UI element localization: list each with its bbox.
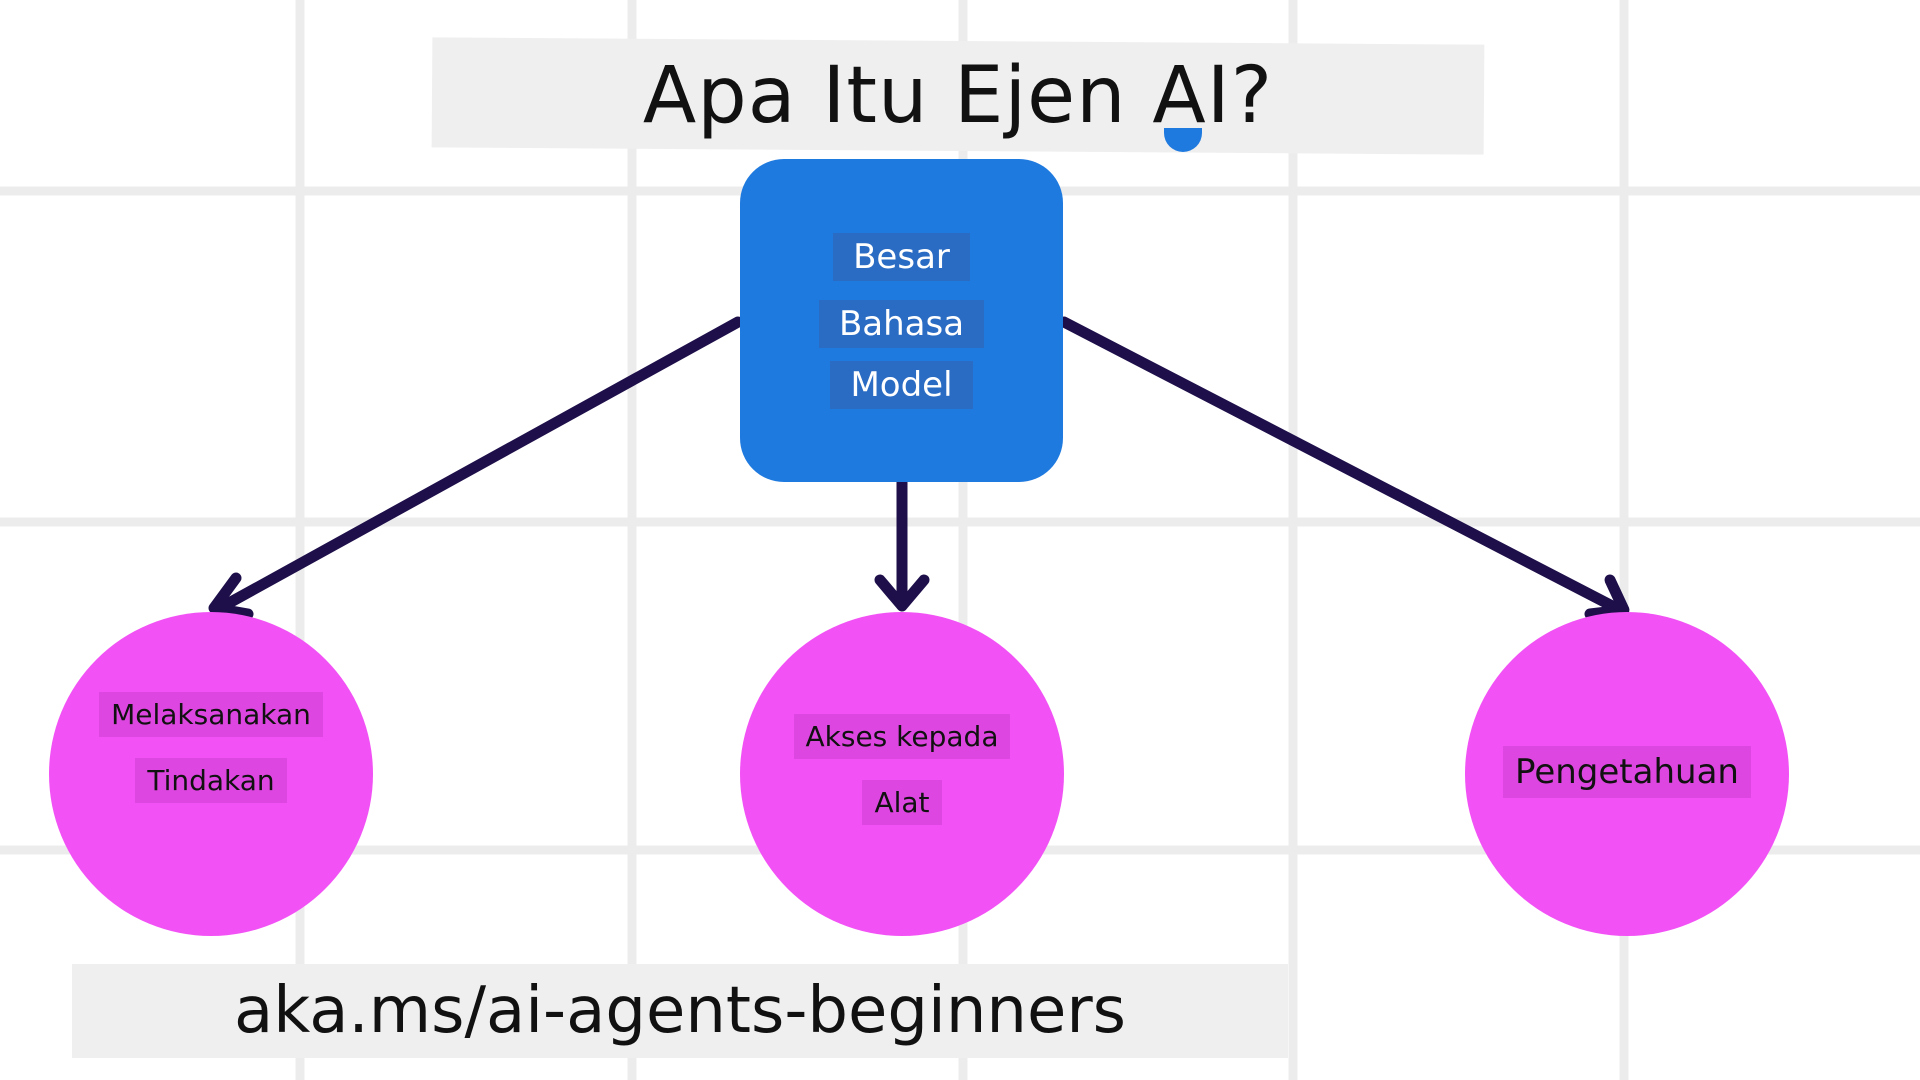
- arrowhead-tools: [874, 574, 930, 612]
- llm-line-2: Bahasa: [740, 300, 1063, 348]
- node-tools-line-2: Alat: [740, 780, 1064, 825]
- arrowhead-actions: [208, 572, 254, 620]
- node-actions-line-1: Melaksanakan: [49, 692, 373, 737]
- llm-line-3: Model: [740, 361, 1063, 409]
- node-actions-line-2: Tindakan: [49, 758, 373, 803]
- llm-node: Besar Bahasa Model: [740, 159, 1063, 482]
- footer-url: aka.ms/ai-agents-beginners: [234, 974, 1126, 1048]
- arrowhead-knowledge: [1584, 574, 1630, 620]
- url-background: [72, 964, 1288, 1058]
- node-tools: Akses kepada Alat: [740, 612, 1064, 936]
- arrow-to-actions: [214, 316, 744, 614]
- arrow-to-knowledge: [1058, 316, 1626, 616]
- diagram-title: Apa Itu Ejen AI?: [642, 51, 1274, 141]
- node-knowledge: Pengetahuan: [1465, 612, 1789, 936]
- node-knowledge-line-1: Pengetahuan: [1465, 746, 1789, 798]
- node-actions: Melaksanakan Tindakan: [49, 612, 373, 936]
- node-tools-line-1: Akses kepada: [740, 714, 1064, 759]
- llm-line-1: Besar: [740, 233, 1063, 281]
